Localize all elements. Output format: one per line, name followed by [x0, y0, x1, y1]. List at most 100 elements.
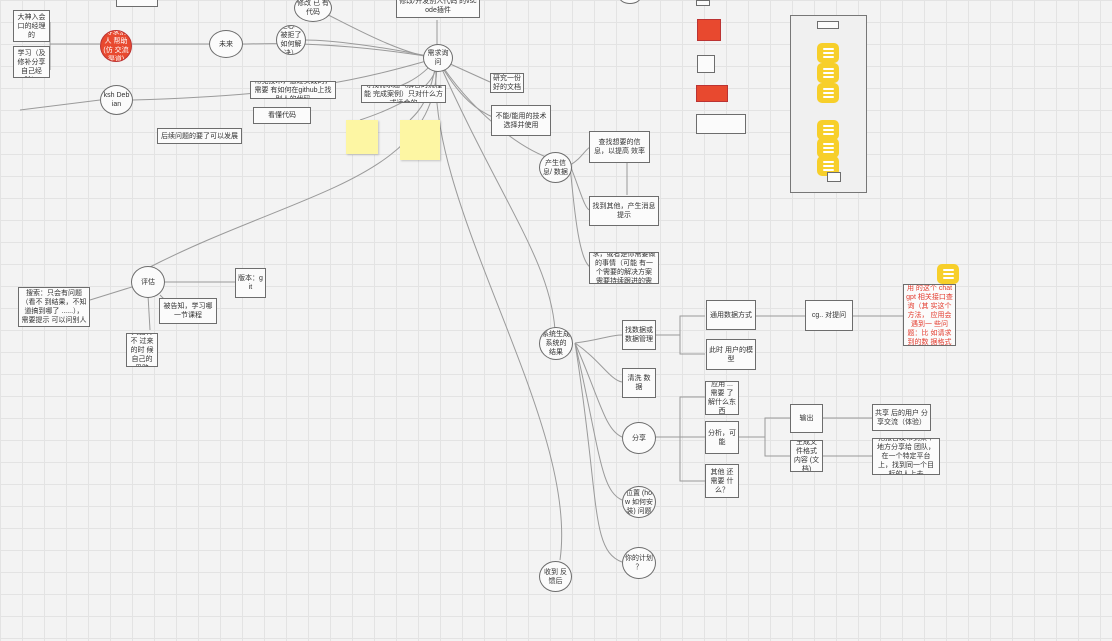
local-track-node[interactable]: 你的计划 ？ [622, 547, 656, 579]
later-check-box[interactable]: 后续问题的要了可以发展 [157, 128, 242, 144]
group-role-label: 共享 后的用户 分享交流（体验） [875, 409, 928, 426]
right-small-box-1[interactable] [697, 55, 715, 73]
thread-push-label: 找到其他，产生消息 提示 [592, 203, 656, 219]
top-center-label: 修改/开发别人代码 的vscode插件 [399, 0, 477, 14]
suggest-label: cg.. 对提问 [811, 312, 847, 319]
right-link-box[interactable] [696, 114, 746, 134]
list-icon[interactable] [817, 43, 839, 63]
use-clean-box[interactable]: 通用数据方式 [706, 300, 756, 330]
later-check-label: 后续问题的要了可以发展 [161, 132, 238, 140]
top-circle-1-label: 修改 已 有代码 [297, 0, 329, 16]
mental-model-label: 此时 用户的模型 [709, 346, 753, 363]
data-manage-label: 找数据或 数据管理 [625, 327, 653, 343]
top-circle-1[interactable]: 修改 已 有代码 [294, 0, 332, 22]
need-ask-label: 需求询 问 [427, 50, 449, 66]
analysis-box-2[interactable]: 分析，可能 [705, 421, 739, 454]
mental-model-box[interactable]: 此时 用户的模型 [706, 339, 756, 370]
group-role-2-box[interactable]: 把报告发布到某个地方分享给 团队，在一个特定平台上，找到同一个目标的人上去 [872, 438, 940, 475]
analysis-1-label: 应用 ... 需要 了解什么东西 [708, 381, 736, 415]
system-tool-node[interactable]: 系统生成 系统的 结果 [539, 327, 573, 360]
future-node[interactable]: 未来 [209, 30, 243, 58]
right-small-box-2[interactable] [696, 0, 710, 6]
left-top-box-2[interactable]: 你到什么 学习（及 修补分享 自己经验） [13, 46, 50, 78]
sticky-note-2[interactable] [400, 120, 440, 160]
out-format-label: 生成文件格式 内容 (文档) [793, 440, 820, 472]
sharing-node[interactable]: 分享 [622, 422, 656, 454]
left-top-box-1[interactable]: 大神入会 口的经理 的 [13, 10, 50, 42]
red-right-label: (建议) 可以使用 的这个 chatgpt 相关接口查询（其 实这个方法， 应用… [906, 284, 953, 346]
list-icon[interactable] [817, 120, 839, 140]
research-label: 研究一份 好的文档 [493, 75, 521, 91]
read-code-box[interactable]: 看懂代码 [253, 107, 311, 124]
multi-agent-label: 用户需要提供的需求，或者是你需要做的事情（可能 有一个需要的解决方案 需要持续跟… [592, 252, 656, 284]
can-learn-box[interactable]: 不能/能用的技术 选择并使用 [491, 105, 551, 136]
output-file-box[interactable]: 输出 [790, 404, 823, 433]
whole-flow-node[interactable]: 位置 (how 如何安 装) 问题 [622, 486, 656, 518]
use-clean-label: 通用数据方式 [710, 311, 752, 319]
right-red-box-2[interactable] [696, 85, 728, 102]
version-label: 版本：git [238, 275, 263, 291]
list-icon[interactable] [817, 156, 839, 176]
out-format-box[interactable]: 生成文件格式 内容 (文档) [790, 440, 823, 472]
read-code-label: 看懂代码 [268, 112, 296, 119]
local-track-label: 你的计划 ？ [625, 555, 653, 571]
system-tool-label: 系统生成 系统的 结果 [542, 331, 570, 356]
clean-data-box[interactable]: 清洗 数据 [622, 368, 656, 398]
frame-top-box[interactable] [817, 21, 839, 29]
analysis-3-label: 其他 还需要 什么？ [710, 468, 734, 494]
right-red-box-1[interactable] [697, 19, 721, 41]
future-label: 未来 [219, 40, 233, 48]
left-top-box-1-label: 大神入会 口的经理 的 [17, 13, 46, 39]
red-help-label: 寻求别人 帮助(仿 交流渠道) [103, 30, 129, 62]
gen-info-label: 产生信息/ 数据 [543, 159, 568, 176]
feedback-label: 收到 反馈后 [544, 568, 567, 585]
suggest-box[interactable]: cg.. 对提问 [805, 300, 853, 331]
search-user-box[interactable]: 查找想要的信息，以提高 效率 [589, 131, 650, 163]
mind-block-label: 大脑转不 过来的时 候自己的 思路 [130, 334, 154, 366]
analysis-box-3[interactable]: 其他 还需要 什么？ [705, 464, 739, 498]
review-choice-box[interactable]: 被告知，学习哪一节课程 [159, 298, 217, 324]
output-file-label: 输出 [799, 415, 814, 422]
list-icon[interactable] [817, 63, 839, 83]
kshdebian-node[interactable]: ksh Debian [100, 85, 133, 115]
version-box[interactable]: 版本：git [235, 268, 266, 298]
review-choice-label: 被告知，学习哪一节课程 [163, 303, 213, 319]
mind-block-box[interactable]: 大脑转不 过来的时 候自己的 思路 [126, 333, 158, 367]
search-user-label: 查找想要的信息，以提高 效率 [594, 139, 645, 155]
sticky-note-1[interactable] [346, 120, 378, 154]
common-tech-label: 常见技术，通过实践的，需要 有如何在github上找别人的代码 [254, 81, 332, 99]
sharing-label: 分享 [632, 434, 646, 442]
list-icon[interactable] [937, 264, 959, 284]
left-top-box-2-label: 你到什么 学习（及 修补分享 自己经验） [17, 47, 46, 77]
data-manage-box[interactable]: 找数据或 数据管理 [622, 320, 656, 350]
kshdebian-label: ksh Debian [103, 92, 130, 108]
worry-label: 担心（ 被拒了 如何解 决） [280, 25, 302, 55]
common-tech-box[interactable]: 常见技术，通过实践的，需要 有如何在github上找别人的代码 [250, 81, 336, 99]
search-left-box[interactable]: 搜索：只会有问题（看不 到结果，不知道搞到哪了 ......），需要提示 可以问… [18, 287, 90, 327]
review-label: 评估 [141, 278, 155, 286]
analysis-box-1[interactable]: 应用 ... 需要 了解什么东西 [705, 381, 739, 415]
group-role-box[interactable]: 共享 后的用户 分享交流（体验） [872, 404, 931, 431]
gen-info-node[interactable]: 产生信息/ 数据 [539, 152, 572, 183]
research-box[interactable]: 研究一份 好的文档 [490, 73, 524, 93]
top-center-box[interactable]: 修改/开发别人代码 的vscode插件 [396, 0, 480, 18]
red-right-box[interactable]: (建议) 可以使用 的这个 chatgpt 相关接口查询（其 实这个方法， 应用… [903, 284, 956, 346]
list-icon[interactable] [817, 138, 839, 158]
can-learn-label: 不能/能用的技术 选择并使用 [495, 112, 547, 129]
feedback-node[interactable]: 收到 反馈后 [539, 561, 572, 592]
req-flow-label: 寻找需求题（解答的流程能 完成案例）只对什么方式适合的 [364, 85, 443, 103]
frame-bottom-box[interactable] [827, 172, 841, 182]
group-role-2-label: 把报告发布到某个地方分享给 团队，在一个特定平台上，找到同一个目标的人上去 [877, 438, 935, 475]
search-left-label: 搜索：只会有问题（看不 到结果，不知道搞到哪了 ......），需要提示 可以问… [21, 290, 87, 324]
worry-node[interactable]: 担心（ 被拒了 如何解 决） [276, 25, 306, 55]
thread-push-box[interactable]: 找到其他，产生消息 提示 [589, 196, 659, 226]
list-icon[interactable] [817, 83, 839, 103]
multi-agent-box[interactable]: 用户需要提供的需求，或者是你需要做的事情（可能 有一个需要的解决方案 需要持续跟… [589, 252, 659, 284]
red-help-node[interactable]: 寻求别人 帮助(仿 交流渠道) [100, 30, 132, 62]
review-node[interactable]: 评估 [131, 266, 165, 298]
need-ask-hub[interactable]: 需求询 问 [423, 44, 453, 72]
top-box-1[interactable] [116, 0, 158, 7]
req-flow-box[interactable]: 寻找需求题（解答的流程能 完成案例）只对什么方式适合的 [361, 85, 446, 103]
analysis-2-label: 分析，可能 [708, 429, 736, 446]
